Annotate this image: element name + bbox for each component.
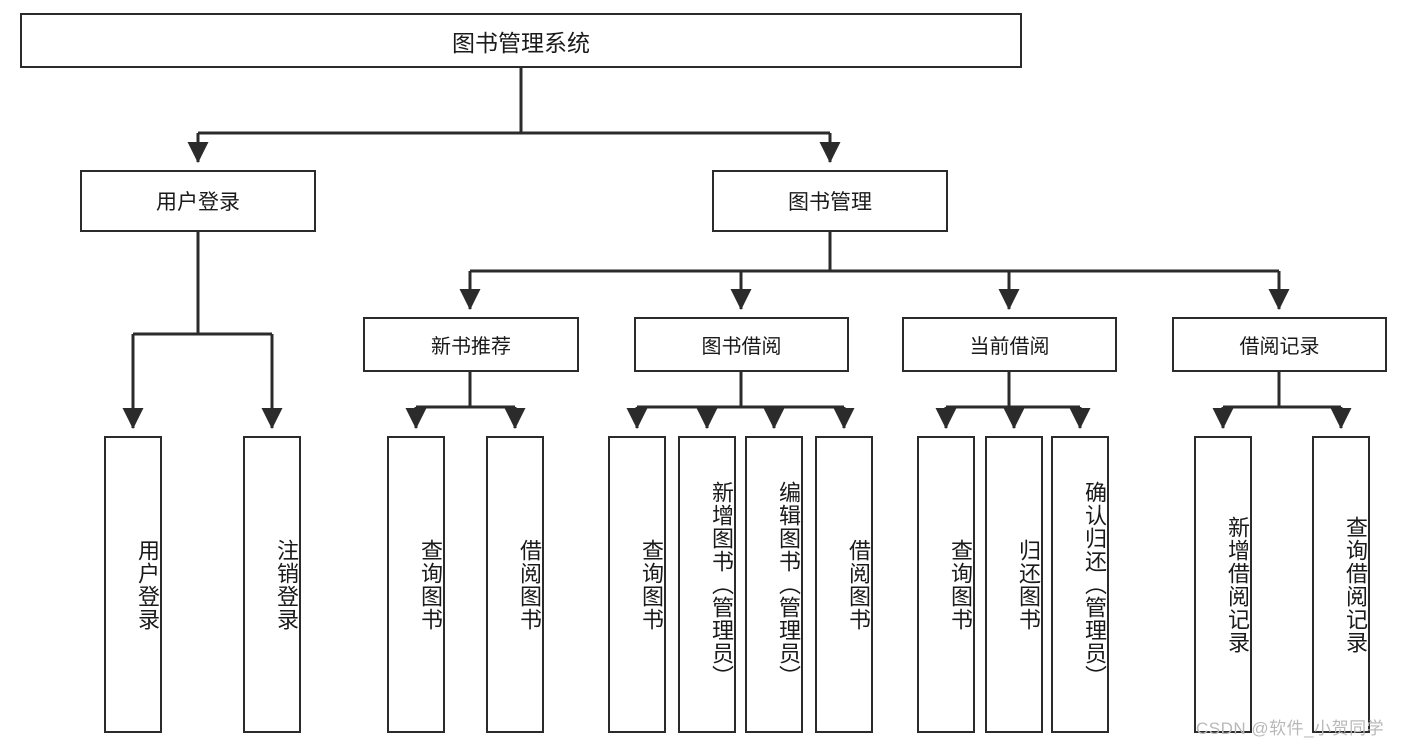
leaf-user-login[interactable]: 用户登录 <box>104 436 162 733</box>
leaf-query-borrow-record[interactable]: 查询借阅记录 <box>1312 436 1370 733</box>
node-book-borrow[interactable]: 图书借阅 <box>634 317 849 372</box>
leaf-confirm-return[interactable]: 确认归还（管理员） <box>1051 436 1109 733</box>
node-current-borrow[interactable]: 当前借阅 <box>902 317 1117 372</box>
leaf-logout[interactable]: 注销登录 <box>243 436 301 733</box>
node-root[interactable]: 图书管理系统 <box>20 13 1022 68</box>
leaf-query-book-current[interactable]: 查询图书 <box>917 436 975 733</box>
leaf-query-book-borrow[interactable]: 查询图书 <box>608 436 666 733</box>
leaf-query-book-new[interactable]: 查询图书 <box>387 436 445 733</box>
node-borrow-record[interactable]: 借阅记录 <box>1172 317 1387 372</box>
node-new-book-recommend[interactable]: 新书推荐 <box>363 317 579 372</box>
leaf-edit-book[interactable]: 编辑图书（管理员） <box>745 436 803 733</box>
csdn-watermark: CSDN @软件_小贺同学 <box>1196 719 1385 738</box>
leaf-add-borrow-record[interactable]: 新增借阅记录 <box>1194 436 1252 733</box>
leaf-borrow-book-new[interactable]: 借阅图书 <box>486 436 544 733</box>
node-user-login[interactable]: 用户登录 <box>80 170 316 232</box>
leaf-return-book[interactable]: 归还图书 <box>985 436 1043 733</box>
leaf-borrow-book-borrow[interactable]: 借阅图书 <box>815 436 873 733</box>
leaf-add-book[interactable]: 新增图书（管理员） <box>678 436 736 733</box>
node-book-management[interactable]: 图书管理 <box>712 170 948 232</box>
